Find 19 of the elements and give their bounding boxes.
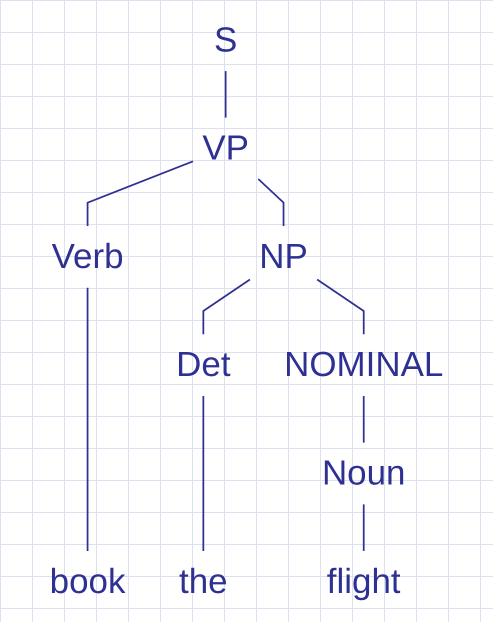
tree-branch — [362, 504, 365, 551]
tree-branch — [224, 71, 227, 118]
tree-label: Verb — [52, 238, 124, 276]
tree-branch — [202, 278, 250, 334]
tree-label: flight — [326, 562, 401, 602]
tree-branch — [258, 178, 284, 226]
tree-label: the — [179, 562, 228, 602]
tree-branch — [202, 396, 204, 551]
tree-branch — [86, 160, 194, 226]
tree-label: NOMINAL — [284, 346, 444, 384]
tree-label: Det — [176, 346, 231, 384]
tree-label: Noun — [322, 454, 406, 493]
tree-label: S — [214, 20, 238, 60]
tree-branch — [86, 288, 88, 551]
tree-label: NP — [259, 238, 308, 276]
tree-label: VP — [202, 129, 249, 168]
tree-label: book — [50, 562, 126, 602]
tree-branch — [362, 396, 365, 443]
tree-branch — [316, 278, 365, 334]
